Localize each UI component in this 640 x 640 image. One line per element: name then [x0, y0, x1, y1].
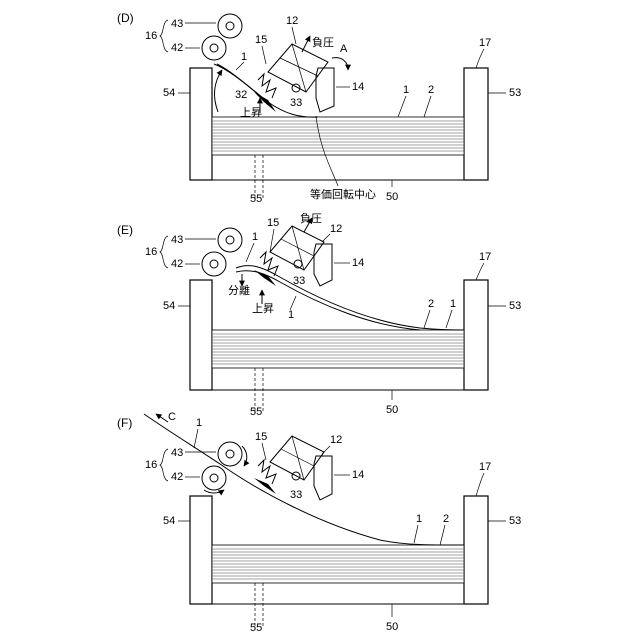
panel-label: (D) — [117, 11, 134, 25]
left-wall — [190, 68, 212, 180]
label-lift: 上昇 — [252, 302, 274, 315]
label-sheet-lower: 1 — [288, 309, 294, 321]
label-left-wall: 54 — [163, 87, 175, 99]
suction-pad — [258, 74, 276, 98]
roller-top — [218, 14, 242, 38]
roller-top — [218, 228, 242, 252]
label-stack: 2 — [428, 84, 434, 96]
label-separate: 分離 — [228, 283, 250, 297]
label-press: 負圧 — [312, 36, 334, 49]
label-pivot: 33 — [290, 489, 302, 501]
panel-label: (F) — [117, 416, 132, 430]
panel-f: (F) — [117, 411, 521, 634]
label-post: 17 — [479, 37, 491, 49]
label-stack: 2 — [443, 513, 449, 525]
arm — [314, 244, 332, 286]
label-stack-sheet: 1 — [450, 298, 456, 310]
label-right-wall: 53 — [509, 300, 521, 312]
label-head: 12 — [330, 434, 342, 446]
roller-bottom — [202, 466, 226, 490]
label-roller-bottom: 42 — [171, 42, 183, 54]
sheet-stack — [212, 545, 464, 583]
label-head: 12 — [330, 223, 342, 235]
label-arm: 14 — [352, 469, 364, 481]
left-wall — [190, 496, 212, 604]
label-tray: 50 — [386, 621, 398, 633]
label-roller-bottom: 42 — [171, 258, 183, 270]
label-post: 17 — [479, 461, 491, 473]
label-rotate: A — [340, 43, 348, 55]
label-centerline: 55 — [250, 622, 262, 634]
label-press: 負圧 — [300, 212, 322, 225]
label-roller-top: 43 — [171, 18, 183, 30]
tray — [190, 68, 488, 200]
label-center: 等価回転中心 — [310, 187, 376, 201]
panel-label: (E) — [117, 223, 133, 237]
right-wall — [464, 280, 488, 390]
label-sheet: 1 — [252, 231, 258, 243]
tray — [190, 280, 488, 412]
roller-bottom — [202, 252, 226, 276]
label-roller-group: 16 — [145, 30, 157, 42]
label-right-wall: 53 — [509, 87, 521, 99]
label-pad: 15 — [255, 431, 267, 443]
sheet-stack — [212, 117, 464, 155]
label-feed: C — [168, 411, 176, 423]
label-arm: 14 — [352, 257, 364, 269]
panel-d: (D) — [117, 11, 521, 205]
label-arm: 14 — [352, 81, 364, 93]
roller-bottom — [202, 36, 226, 60]
label-head: 12 — [286, 15, 298, 27]
label-pivot: 33 — [293, 275, 305, 287]
label-stack-sheet: 1 — [416, 513, 422, 525]
label-post: 17 — [479, 251, 491, 263]
label-left-wall: 54 — [163, 515, 175, 527]
label-pad: 15 — [267, 217, 279, 229]
label-roller-top: 43 — [171, 447, 183, 459]
label-pivot: 33 — [290, 97, 302, 109]
panel-e: (E) — [117, 212, 521, 418]
label-roller-group: 16 — [145, 459, 157, 471]
label-centerline: 55 — [250, 193, 262, 205]
sheet-stack — [212, 330, 464, 368]
roller-pair — [202, 14, 242, 60]
label-lift: 上昇 — [240, 106, 262, 119]
label-pad-tip: 32 — [235, 89, 247, 101]
label-pad: 15 — [255, 34, 267, 46]
label-roller-bottom: 42 — [171, 471, 183, 483]
label-roller-top: 43 — [171, 234, 183, 246]
label-tray: 50 — [386, 404, 398, 416]
label-tray: 50 — [386, 191, 398, 203]
label-centerline: 55 — [250, 406, 262, 418]
roller-pair — [202, 228, 242, 276]
label-stack: 2 — [428, 298, 434, 310]
right-wall — [464, 68, 488, 180]
suction-pad — [260, 252, 278, 276]
label-roller-group: 16 — [145, 246, 157, 258]
roller-top — [218, 442, 242, 466]
label-right-wall: 53 — [509, 515, 521, 527]
label-left-wall: 54 — [163, 300, 175, 312]
right-wall — [464, 496, 488, 604]
left-wall — [190, 280, 212, 390]
label-stack-sheet: 1 — [403, 84, 409, 96]
label-sheet: 1 — [196, 417, 202, 429]
label-sheet: 1 — [241, 51, 247, 63]
